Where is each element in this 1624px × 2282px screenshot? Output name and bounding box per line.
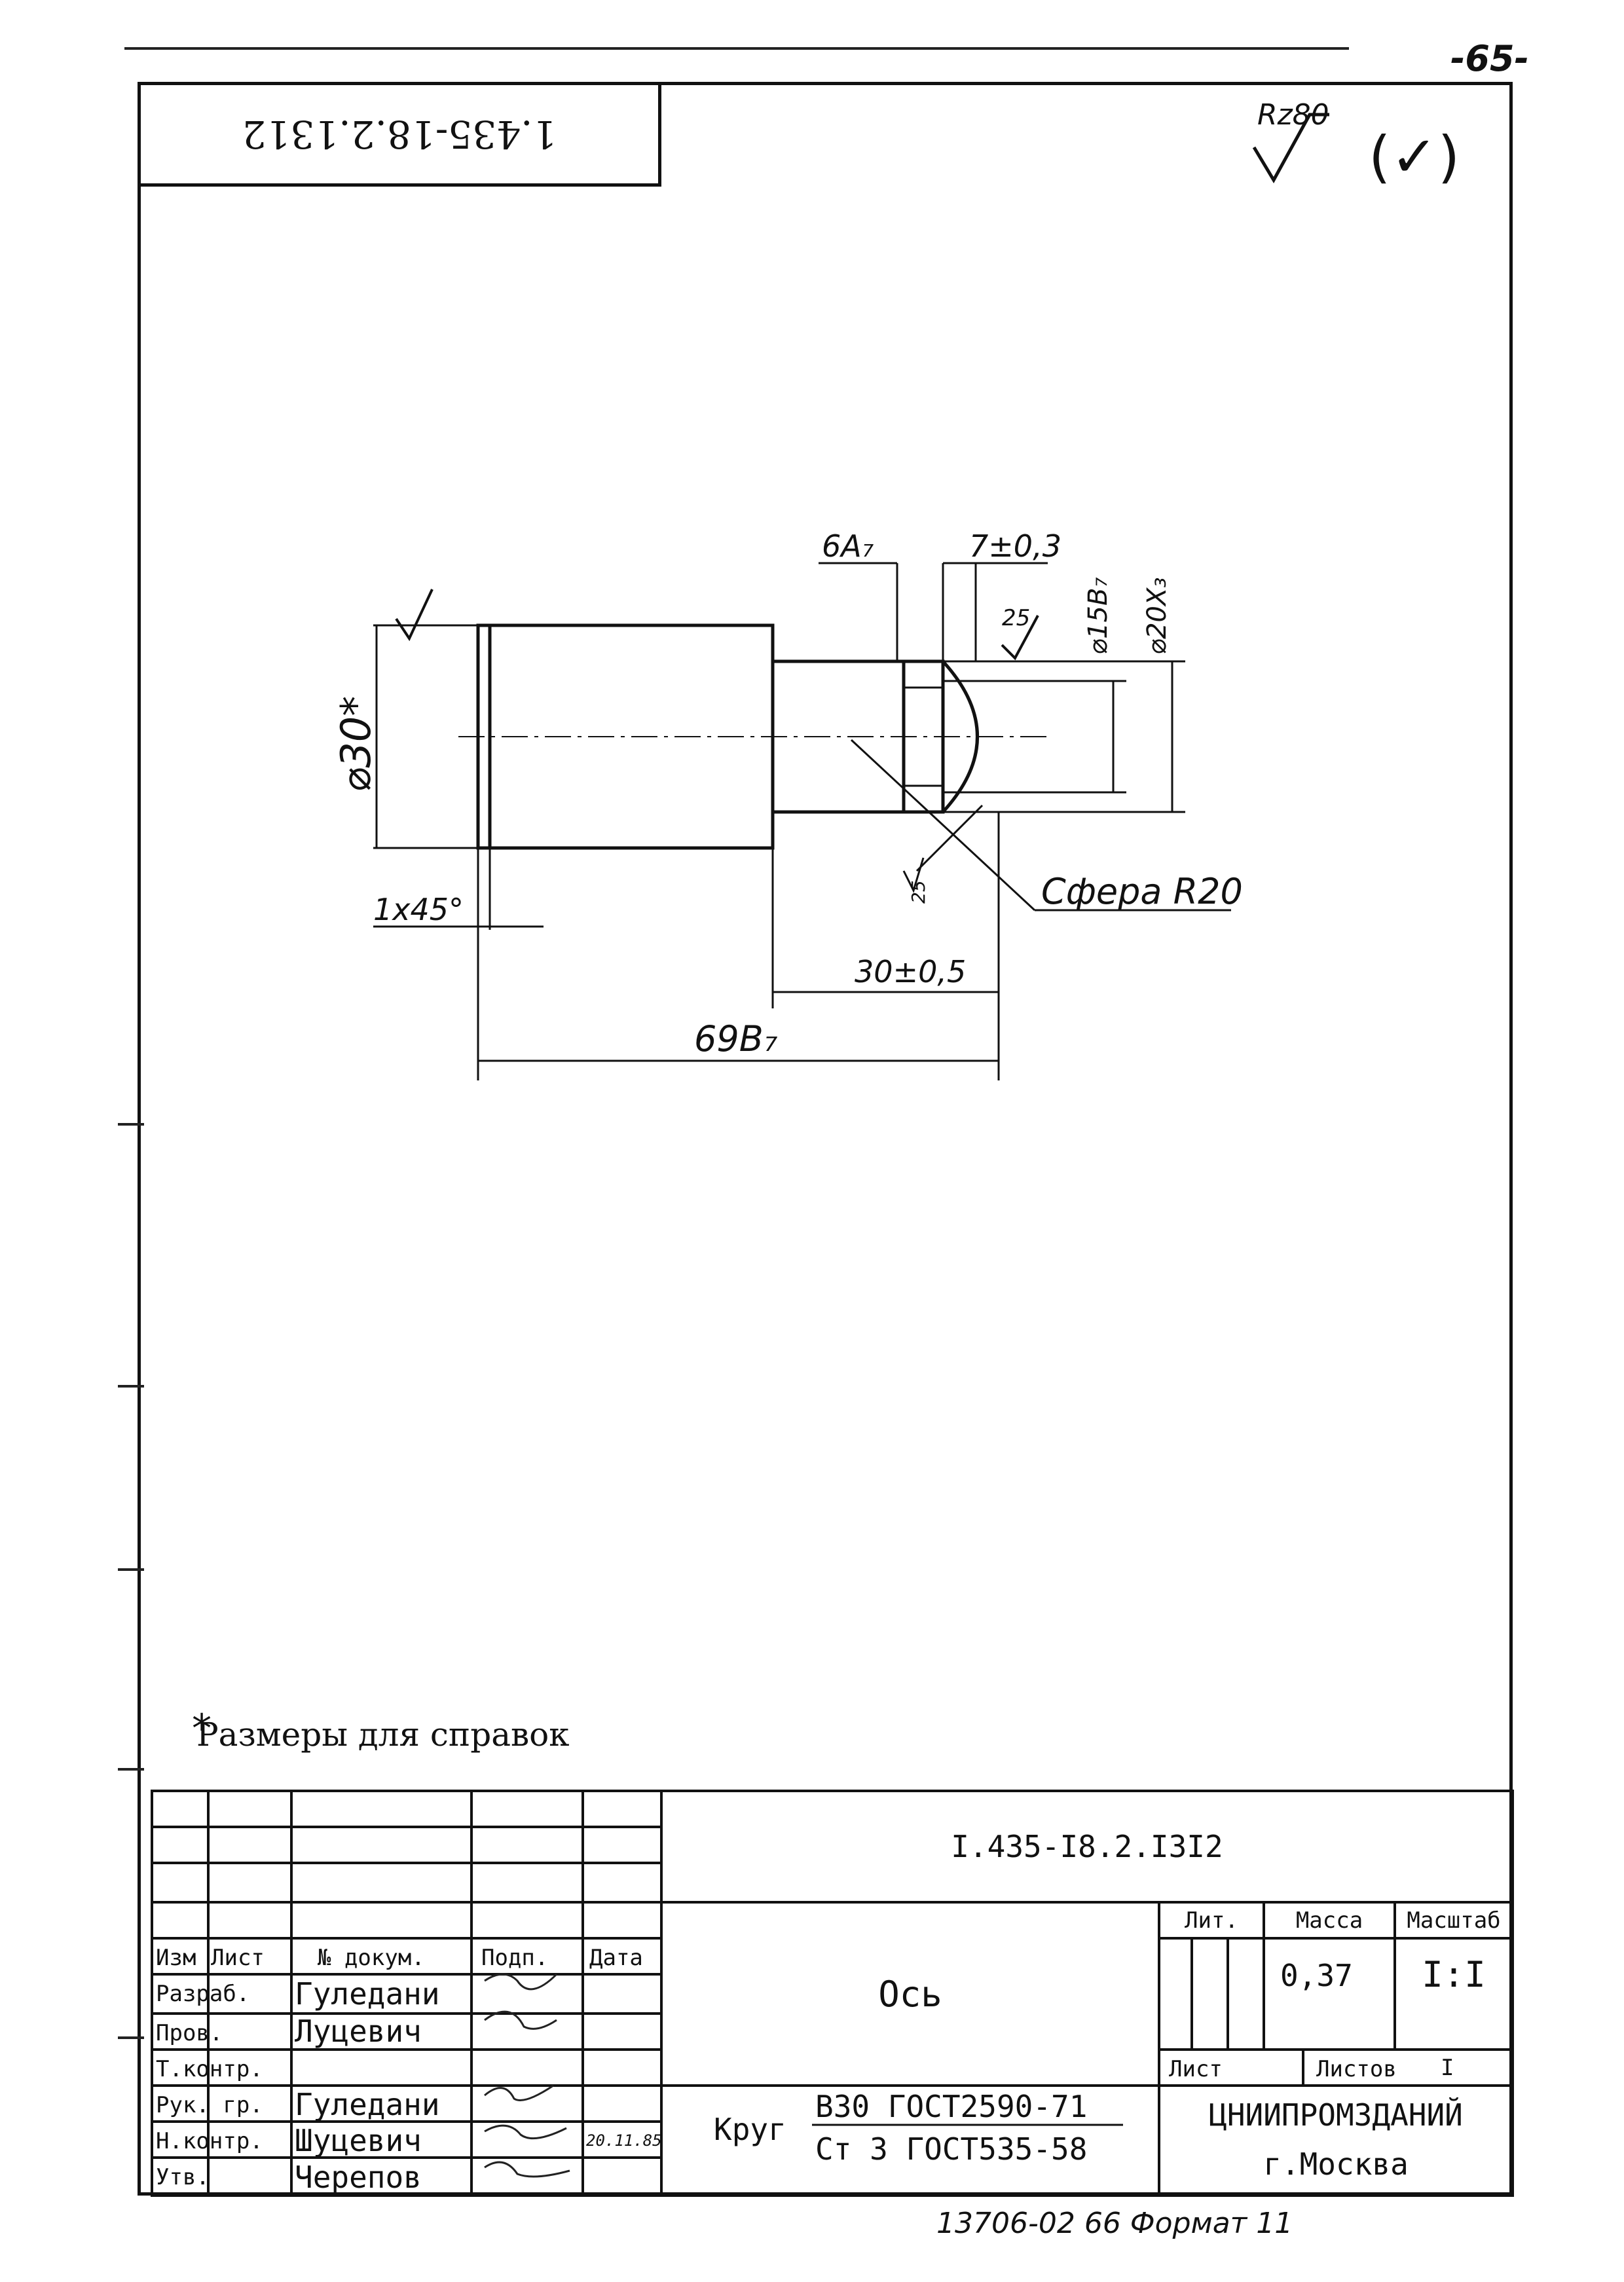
dim-chamfer: 1x45° bbox=[373, 892, 464, 927]
header-sign: Подп. bbox=[481, 1945, 549, 1971]
header-list: Лист bbox=[211, 1945, 265, 1971]
role-label: Разраб. bbox=[156, 1981, 250, 2007]
margin-tick bbox=[118, 2036, 144, 2039]
margin-tick bbox=[118, 1568, 144, 1571]
role-label: Утв. bbox=[156, 2164, 210, 2190]
top-rule bbox=[124, 47, 1349, 50]
dim-length-69: 69B₇ bbox=[694, 1018, 778, 1059]
role-name: Шуцевич bbox=[295, 2123, 422, 2158]
mass-label: Масса bbox=[1295, 1907, 1363, 1934]
header-doc: № докум. bbox=[318, 1945, 425, 1971]
material-line-1: В30 ГОСТ2590-71 bbox=[815, 2089, 1088, 2124]
rotated-stamp-box bbox=[138, 82, 661, 187]
role-name: Гуледани bbox=[295, 1976, 440, 2012]
dim-diameter-20: ⌀20X₃ bbox=[1142, 578, 1172, 655]
role-label: Рук. гр. bbox=[156, 2092, 263, 2118]
role-name: Луцевич bbox=[295, 2014, 422, 2049]
role-name: Гуледани bbox=[295, 2087, 440, 2122]
role-label: Н.контр. bbox=[156, 2128, 263, 2154]
margin-tick bbox=[118, 1123, 144, 1126]
drawing-frame bbox=[138, 82, 1513, 2196]
dim-diameter-30: ⌀30* bbox=[332, 696, 380, 792]
margin-tick bbox=[118, 1385, 144, 1388]
scale-value: I:I bbox=[1422, 1953, 1486, 1995]
sphere-label: Сфера R20 bbox=[1041, 871, 1243, 912]
org-name: ЦНИИПРОМЗДАНИЙ bbox=[1209, 2097, 1463, 2133]
role-name: Черепов bbox=[295, 2160, 422, 2195]
footer-note: 13706-02 66 Формат 11 bbox=[936, 2207, 1293, 2240]
roughness-bracket-mark: (✓) bbox=[1369, 124, 1460, 190]
material-prefix: Круг bbox=[714, 2112, 786, 2147]
dim-length-30: 30±0,5 bbox=[855, 954, 966, 989]
role-label: Пров. bbox=[156, 2020, 223, 2046]
lit-label: Лит. bbox=[1185, 1907, 1238, 1934]
role-label: Т.контр. bbox=[156, 2056, 263, 2082]
org-city: г.Москва bbox=[1263, 2146, 1409, 2182]
header-date: Дата bbox=[589, 1945, 643, 1971]
reference-note: Размеры для справок bbox=[196, 1716, 570, 1754]
margin-tick bbox=[118, 1768, 144, 1771]
designation-code: I.435-I8.2.I3I2 bbox=[951, 1829, 1223, 1864]
dim-diameter-15: ⌀15B₇ bbox=[1083, 578, 1113, 655]
scale-label: Масштаб bbox=[1407, 1907, 1501, 1934]
sheets-label: Листов bbox=[1316, 2056, 1397, 2082]
note-asterisk: * bbox=[190, 1706, 214, 1752]
header-izm: Изм bbox=[156, 1945, 196, 1971]
mass-value: 0,37 bbox=[1280, 1958, 1353, 1993]
sheets-value: I bbox=[1441, 2055, 1454, 2081]
signatures bbox=[484, 1973, 570, 2178]
sheet-label: Лист bbox=[1169, 2056, 1223, 2082]
roughness-small-label: 25 bbox=[908, 880, 929, 904]
part-name: Ось bbox=[878, 1973, 942, 2015]
page-number: -65- bbox=[1450, 38, 1529, 79]
dim-width-7: 7±0,3 bbox=[969, 528, 1061, 564]
material-line-2: Ст 3 ГОСТ535-58 bbox=[815, 2131, 1088, 2167]
roughness-25-label: 25 bbox=[1002, 605, 1030, 631]
dimension-labels: ⌀30* 1x45° 69B₇ 30±0,5 6A₇ 7±0,3 25 ⌀15B… bbox=[332, 528, 1243, 1059]
date-value: 20.11.85 bbox=[586, 2131, 662, 2150]
dim-width-6: 6A₇ bbox=[822, 528, 874, 564]
